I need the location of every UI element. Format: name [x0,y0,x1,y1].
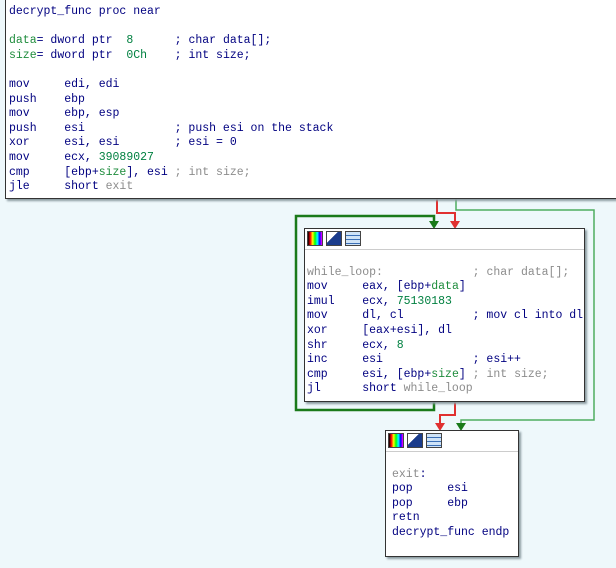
code-token: data [9,34,37,48]
code-line: xor esi, esi ; esi = 0 [9,136,333,151]
code-line: imul ecx, 75130183 [307,295,583,310]
block-code: decrypt_func proc near data= dword ptr 8 … [9,5,333,195]
code-line: shr ecx, 8 [307,339,583,354]
code-token: shr ecx, [307,338,397,352]
code-line [9,63,333,78]
edge-loop-back [294,214,436,412]
edge-false-entry-to-loop [436,198,456,222]
code-token: xor [eax+esi], dl [307,323,452,337]
code-line: mov dl, cl ; mov cl into dl [307,309,583,324]
code-token: size [431,367,459,381]
block-entry[interactable]: decrypt_func proc near data= dword ptr 8 … [5,0,616,199]
edge-true-entry-to-exit [455,198,595,424]
code-token: ; int size; [147,48,251,62]
code-line [392,453,509,468]
graph-view-icon[interactable] [426,433,442,448]
arrow-head [450,221,460,229]
code-token: ] [458,280,466,294]
block-code: while_loop: ; char data[];mov eax, [ebp+… [307,251,583,397]
edge-loop-exit [439,401,456,424]
code-line: mov edi, edi [9,78,333,93]
code-token: mov edi, edi [9,77,120,91]
code-token: size [98,165,127,179]
code-token: ], esi [126,165,175,179]
color-palette-icon[interactable] [307,231,323,246]
code-line: inc esi ; esi++ [307,353,583,368]
code-token: push ebp [9,92,85,106]
code-line: decrypt_func endp [392,526,509,541]
code-token: ] [458,367,473,381]
code-token: ; char data[]; [382,265,570,279]
code-line: size= dword ptr 0Ch ; int size; [9,49,333,64]
code-line: mov ebp, esp [9,107,333,122]
code-token: 8 [126,34,134,48]
code-token: xor esi, esi ; esi = 0 [9,136,237,150]
code-token: ; char data[]; [133,34,272,48]
code-token: while_loop [403,382,473,396]
code-line: jle short exit [9,180,333,195]
code-token: mov dl, cl ; mov cl into dl [307,309,584,323]
code-token: cmp esi, [ebp+ [307,367,432,381]
code-line: decrypt_func proc near [9,5,333,20]
code-token: exit [105,180,134,194]
code-token: 75130183 [396,294,452,308]
code-token: while_loop: [307,265,383,279]
code-line: retn [392,511,509,526]
code-line: push esi ; push esi on the stack [9,122,333,137]
code-token: : [419,467,427,481]
code-token: mov eax, [ebp+ [307,280,432,294]
code-line [9,20,333,35]
code-token: = dword ptr [36,48,127,62]
code-line: pop esi [392,482,509,497]
code-token: exit [392,467,420,481]
edit-icon[interactable] [326,231,342,246]
color-palette-icon[interactable] [388,433,404,448]
code-token: ; int size; [472,367,549,381]
code-line: pop ebp [392,497,509,512]
code-line: data= dword ptr 8 ; char data[]; [9,34,333,49]
arrow-head [435,423,445,431]
code-token: ; int size; [174,165,251,179]
code-line: push ebp [9,93,333,108]
code-token: cmp [ebp+ [9,165,99,179]
block-header [388,433,442,449]
code-token: data [431,280,459,294]
arrow-head [429,221,439,229]
code-line: xor [eax+esi], dl [307,324,583,339]
code-token: = dword ptr [36,34,127,48]
code-line: cmp [ebp+size], esi ; int size; [9,166,333,181]
code-line: mov ecx, 39089027 [9,151,333,166]
code-token: decrypt_func endp [392,525,510,539]
code-token: 39089027 [98,150,154,164]
code-line [307,251,583,266]
code-token: 8 [396,338,404,352]
code-line: while_loop: ; char data[]; [307,266,583,281]
divider [305,249,584,250]
code-token: pop esi [392,482,468,496]
code-token: pop ebp [392,496,468,510]
code-token: jl short [307,382,404,396]
graph-view-icon[interactable] [345,231,361,246]
arrow-head [456,423,466,431]
code-line: mov eax, [ebp+data] [307,280,583,295]
code-token: 0Ch [126,48,148,62]
code-token: push esi ; push esi on the stack [9,121,334,135]
code-token: retn [392,511,420,525]
block-header [307,231,361,247]
code-line: jl short while_loop [307,382,583,397]
code-token: jle short [9,180,106,194]
code-line: cmp esi, [ebp+size] ; int size; [307,368,583,383]
code-token: mov ecx, [9,150,99,164]
code-token: inc esi ; esi++ [307,353,521,367]
edit-icon[interactable] [407,433,423,448]
block-while-loop[interactable]: while_loop: ; char data[];mov eax, [ebp+… [304,228,585,402]
code-line: exit: [392,468,509,483]
code-token: decrypt_func proc near [9,5,161,18]
code-token: size [9,48,37,62]
divider [386,451,518,452]
code-token: mov ebp, esp [9,107,120,121]
code-token: imul ecx, [307,294,397,308]
